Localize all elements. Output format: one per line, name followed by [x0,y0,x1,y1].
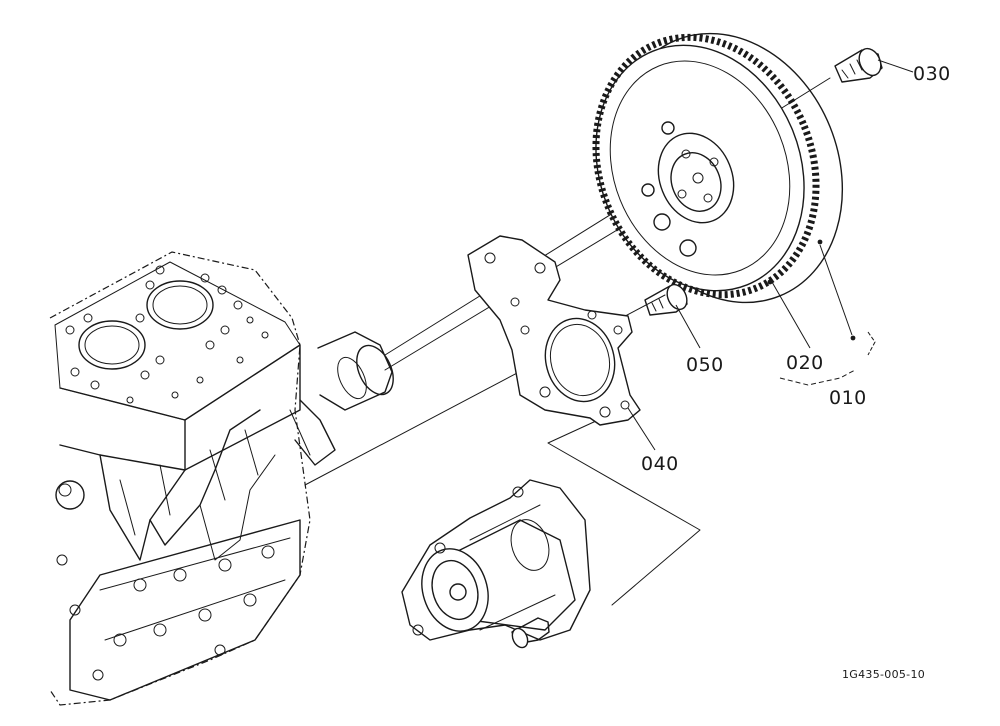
drawing-reference-number: 1G435-005-10 [842,668,926,681]
flywheel-bolt [834,47,883,83]
head-bolt-holes [65,265,269,404]
callout-030: 030 [913,63,951,85]
callout-050: 050 [686,354,724,376]
callout-040: 040 [641,453,679,475]
callout-010: 010 [829,387,867,409]
callout-leaders [627,59,914,451]
engine-block-illustration [49,251,394,706]
ring-gear-teeth [592,33,820,299]
starter-motor [401,479,591,649]
flywheel [592,32,844,304]
callout-020: 020 [786,352,824,374]
plate-bolt [644,283,688,316]
pan-bolt-holes [92,545,275,681]
crankshaft-end [289,331,394,466]
end-plate [467,235,641,426]
